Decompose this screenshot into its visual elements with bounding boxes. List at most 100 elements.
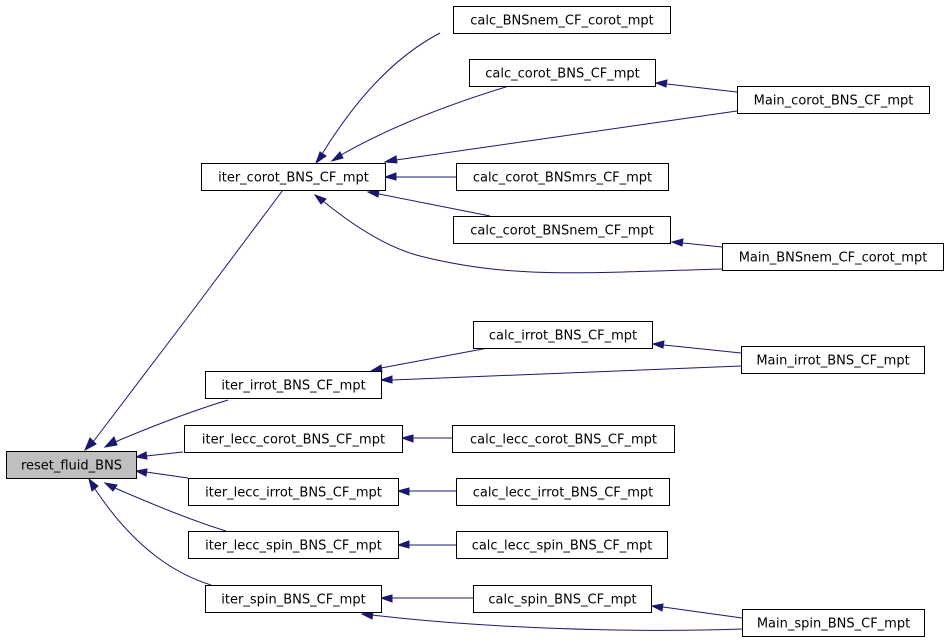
node-calc-irrot-bns-cf-mpt[interactable]: calc_irrot_BNS_CF_mpt <box>473 321 653 349</box>
edge-iter-lecc-irrot-bns-cf-mpt-to-reset-fluid-bns <box>134 468 189 479</box>
node-label: iter_corot_BNS_CF_mpt <box>218 171 369 186</box>
edge-line <box>663 344 742 354</box>
arrowhead-icon <box>314 151 327 165</box>
node-label: calc_lecc_corot_BNS_CF_mpt <box>470 433 657 448</box>
node-label: Main_irrot_BNS_CF_mpt <box>756 354 909 369</box>
node-box <box>205 585 382 613</box>
edge-calc-spin-bns-cf-mpt-to-iter-spin-bns-cf-mpt <box>379 594 473 603</box>
node-main-bnsnem-cf-corot-mpt[interactable]: Main_BNSnem_CF_corot_mpt <box>722 243 944 271</box>
arrowhead-icon <box>330 151 344 162</box>
node-calc-lecc-corot-bns-cf-mpt[interactable]: calc_lecc_corot_BNS_CF_mpt <box>452 425 675 453</box>
node-box <box>184 425 403 453</box>
node-calc-lecc-spin-bns-cf-mpt[interactable]: calc_lecc_spin_BNS_CF_mpt <box>456 531 668 559</box>
node-label: reset_fluid_BNS <box>21 459 122 474</box>
node-main-spin-bns-cf-mpt[interactable]: Main_spin_BNS_CF_mpt <box>742 609 925 637</box>
edges-layer <box>83 32 743 631</box>
edge-calc-bnsnem-cf-corot-mpt-to-iter-corot-bns-cf-mpt <box>314 32 441 165</box>
edge-calc-corot-bnsnem-cf-mpt-to-iter-corot-bns-cf-mpt <box>366 189 491 217</box>
node-box <box>469 59 656 87</box>
node-iter-lecc-corot-bns-cf-mpt[interactable]: iter_lecc_corot_BNS_CF_mpt <box>184 425 403 453</box>
node-box <box>742 609 925 637</box>
edge-calc-lecc-spin-bns-cf-mpt-to-iter-lecc-spin-bns-cf-mpt <box>396 540 456 549</box>
node-box <box>456 163 669 191</box>
node-label: calc_lecc_irrot_BNS_CF_mpt <box>473 486 654 501</box>
arrowhead-icon <box>379 375 393 384</box>
edge-main-corot-bns-cf-mpt-to-iter-corot-bns-cf-mpt <box>383 110 738 164</box>
edge-line <box>666 83 738 93</box>
node-box <box>456 531 668 559</box>
edge-calc-irrot-bns-cf-mpt-to-iter-irrot-bns-cf-mpt <box>369 347 489 373</box>
edge-iter-irrot-bns-cf-mpt-to-reset-fluid-bns <box>103 399 229 448</box>
arrowhead-icon <box>396 540 410 549</box>
node-label: calc_corot_BNS_CF_mpt <box>485 67 640 82</box>
node-iter-corot-bns-cf-mpt[interactable]: iter_corot_BNS_CF_mpt <box>201 163 386 191</box>
arrowhead-icon <box>651 340 665 349</box>
edge-line <box>94 488 212 586</box>
node-box <box>188 531 399 559</box>
edge-iter-corot-bns-cf-mpt-to-reset-fluid-bns <box>83 189 284 452</box>
edge-calc-lecc-irrot-bns-cf-mpt-to-iter-lecc-irrot-bns-cf-mpt <box>396 487 456 496</box>
nodes-layer: reset_fluid_BNS iter_corot_BNS_CF_mptiter… <box>6 6 944 637</box>
node-calc-lecc-irrot-bns-cf-mpt[interactable]: calc_lecc_irrot_BNS_CF_mpt <box>456 478 670 506</box>
node-label: Main_BNSnem_CF_corot_mpt <box>739 251 928 266</box>
edge-line <box>380 347 489 369</box>
edge-calc-corot-bnsmrs-cf-mpt-to-iter-corot-bns-cf-mpt <box>383 172 456 181</box>
arrowhead-icon <box>103 436 118 448</box>
arrowhead-icon <box>650 603 664 612</box>
arrowhead-icon <box>88 477 99 492</box>
node-calc-spin-bns-cf-mpt[interactable]: calc_spin_BNS_CF_mpt <box>473 585 652 613</box>
node-label: iter_spin_BNS_CF_mpt <box>221 593 365 608</box>
node-reset-fluid-bns[interactable]: reset_fluid_BNS <box>6 451 137 479</box>
node-calc-corot-bnsnem-cf-mpt[interactable]: calc_corot_BNSnem_CF_mpt <box>453 216 671 244</box>
node-box <box>201 163 386 191</box>
node-box <box>205 371 382 399</box>
arrowhead-icon <box>383 172 397 181</box>
node-iter-irrot-bns-cf-mpt[interactable]: iter_irrot_BNS_CF_mpt <box>205 371 382 399</box>
edge-line <box>321 32 441 155</box>
edge-main-irrot-bns-cf-mpt-to-calc-irrot-bns-cf-mpt <box>651 340 742 354</box>
node-label: iter_lecc_spin_BNS_CF_mpt <box>205 539 382 554</box>
arrowhead-icon <box>360 611 374 620</box>
node-iter-spin-bns-cf-mpt[interactable]: iter_spin_BNS_CF_mpt <box>205 585 382 613</box>
node-iter-lecc-spin-bns-cf-mpt[interactable]: iter_lecc_spin_BNS_CF_mpt <box>188 531 399 559</box>
edge-main-irrot-bns-cf-mpt-to-iter-irrot-bns-cf-mpt <box>379 365 742 384</box>
node-calc-corot-bns-cf-mpt[interactable]: calc_corot_BNS_CF_mpt <box>469 59 656 87</box>
edge-line <box>371 614 743 631</box>
node-box <box>6 451 137 479</box>
edge-line <box>340 85 510 156</box>
arrowhead-icon <box>654 79 668 88</box>
node-box <box>453 216 671 244</box>
node-box <box>722 243 944 271</box>
node-label: Main_spin_BNS_CF_mpt <box>757 617 910 632</box>
edge-iter-lecc-spin-bns-cf-mpt-to-reset-fluid-bns <box>103 482 227 532</box>
node-iter-lecc-irrot-bns-cf-mpt[interactable]: iter_lecc_irrot_BNS_CF_mpt <box>188 478 399 506</box>
node-box <box>473 585 652 613</box>
node-box <box>456 478 670 506</box>
node-box <box>737 86 930 114</box>
arrowhead-icon <box>369 364 383 373</box>
node-label: calc_spin_BNS_CF_mpt <box>488 593 636 608</box>
edge-line <box>322 200 723 274</box>
edge-line <box>114 399 229 443</box>
arrowhead-icon <box>313 194 327 205</box>
node-label: iter_lecc_irrot_BNS_CF_mpt <box>205 486 382 501</box>
edge-main-corot-bns-cf-mpt-to-calc-corot-bns-cf-mpt <box>654 79 738 93</box>
node-box <box>188 478 399 506</box>
node-box <box>453 6 671 34</box>
edge-line <box>378 193 491 217</box>
edge-main-bnsnem-cf-corot-mpt-to-calc-corot-bnsnem-cf-mpt <box>670 238 723 248</box>
node-label: calc_corot_BNSmrs_CF_mpt <box>473 171 652 186</box>
edge-line <box>114 487 227 532</box>
arrowhead-icon <box>83 437 97 452</box>
node-box <box>473 321 653 349</box>
arrowhead-icon <box>396 487 410 496</box>
node-calc-corot-bnsmrs-cf-mpt[interactable]: calc_corot_BNSmrs_CF_mpt <box>456 163 669 191</box>
arrowhead-icon <box>670 238 684 247</box>
node-main-corot-bns-cf-mpt[interactable]: Main_corot_BNS_CF_mpt <box>737 86 930 114</box>
node-label: iter_irrot_BNS_CF_mpt <box>221 379 365 394</box>
arrowhead-icon <box>103 482 118 492</box>
edge-iter-spin-bns-cf-mpt-to-reset-fluid-bns <box>88 477 212 586</box>
node-main-irrot-bns-cf-mpt[interactable]: Main_irrot_BNS_CF_mpt <box>741 346 925 374</box>
node-calc-bnsnem-cf-corot-mpt[interactable]: calc_BNSnem_CF_corot_mpt <box>453 6 671 34</box>
